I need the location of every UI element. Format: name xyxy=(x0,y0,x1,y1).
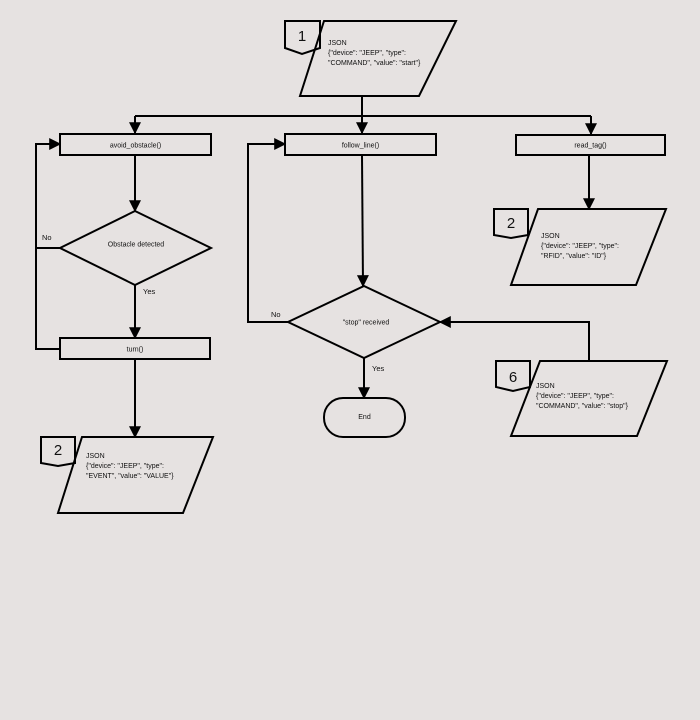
read-tag-node: read_tag() xyxy=(515,134,666,156)
edge-stop-no-loop xyxy=(247,138,288,323)
edges xyxy=(35,96,597,439)
json-stop-line-1: JSON xyxy=(536,383,555,390)
badge-rfid: 2 xyxy=(493,208,529,240)
json-start-line-2: {"device": "JEEP", "type": xyxy=(328,50,406,57)
obstacle-yes-label: Yes xyxy=(143,287,155,296)
json-rfid-line-1: JSON xyxy=(541,233,560,240)
edge-follow-to-stop-decision xyxy=(356,155,369,288)
edge-stop-json-to-decision xyxy=(438,316,590,360)
json-start-line-1: JSON xyxy=(328,40,347,47)
json-stop-line-3: "COMMAND", "value": "stop"} xyxy=(536,403,629,410)
avoid-obstacle-node: avoid_obstacle() xyxy=(59,133,212,156)
edge-obstacle-no-loop xyxy=(35,138,62,249)
badge-event-number: 2 xyxy=(54,442,62,459)
stop-no-label: No xyxy=(271,310,281,319)
obstacle-no-label: No xyxy=(42,233,52,242)
edge-turn-loop xyxy=(35,248,60,350)
badge-start-number: 1 xyxy=(298,28,306,45)
badge-rfid-number: 2 xyxy=(507,215,515,232)
badge-start: 1 xyxy=(284,20,321,56)
json-rfid-node: JSON {"device": "JEEP", "type": "RFID", … xyxy=(509,208,668,286)
end-label: End xyxy=(358,414,371,421)
stop-received-decision: "stop" received xyxy=(285,284,443,360)
stop-received-label: "stop" received xyxy=(343,320,390,327)
follow-line-label: follow_line() xyxy=(342,143,379,150)
json-stop-line-2: {"device": "JEEP", "type": xyxy=(536,393,614,400)
end-terminator: End xyxy=(323,397,406,438)
badge-event: 2 xyxy=(40,436,76,468)
turn-node: turn() xyxy=(59,337,211,360)
read-tag-label: read_tag() xyxy=(574,143,606,150)
badge-stop-number: 6 xyxy=(509,369,517,386)
json-event-line-2: {"device": "JEEP", "type": xyxy=(86,463,164,470)
obstacle-detected-label: Obstacle detected xyxy=(108,242,165,249)
obstacle-detected-decision: Obstacle detected xyxy=(57,209,214,287)
turn-label: turn() xyxy=(127,347,144,354)
json-rfid-line-3: "RFID", "value": "ID"} xyxy=(541,253,607,260)
follow-line-node: follow_line() xyxy=(284,133,437,156)
json-start-node: JSON {"device": "JEEP", "type": "COMMAND… xyxy=(298,20,458,97)
json-rfid-line-2: {"device": "JEEP", "type": xyxy=(541,243,619,250)
json-event-line-3: "EVENT", "value": "VALUE"} xyxy=(86,473,174,480)
json-event-line-1: JSON xyxy=(86,453,105,460)
json-event-node: JSON {"device": "JEEP", "type": "EVENT",… xyxy=(56,436,215,514)
json-stop-node: JSON {"device": "JEEP", "type": "COMMAND… xyxy=(509,360,669,437)
json-start-line-3: "COMMAND", "value": "start"} xyxy=(328,60,421,67)
avoid-obstacle-label: avoid_obstacle() xyxy=(110,143,161,150)
stop-yes-label: Yes xyxy=(372,364,384,373)
badge-stop: 6 xyxy=(495,360,531,393)
